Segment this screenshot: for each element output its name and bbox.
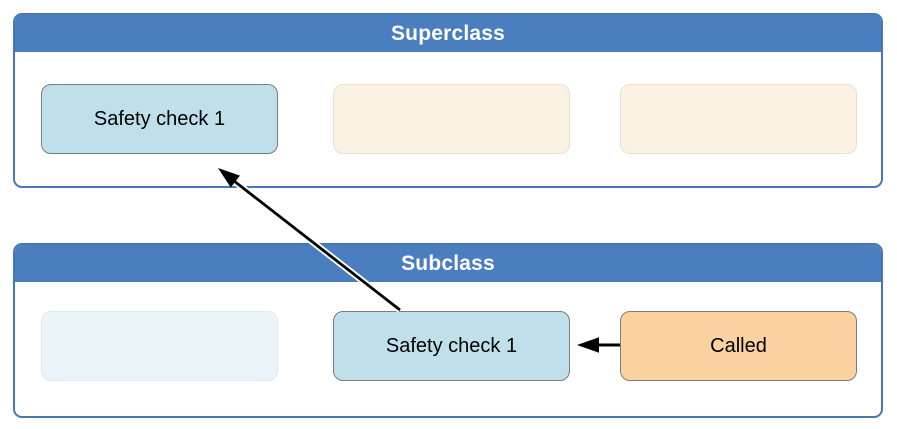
node-subclass-safety-check-1: Safety check 1 (333, 311, 570, 381)
node-label: Safety check 1 (93, 107, 226, 130)
subclass-header: Subclass (15, 245, 881, 282)
node-subclass-called: Called (620, 311, 857, 381)
subclass-body: Safety check 1 Called (15, 282, 881, 416)
node-label: Safety check 1 (385, 334, 518, 357)
subclass-title: Subclass (401, 251, 495, 275)
node-label: Called (710, 334, 767, 357)
subclass-container: Subclass Safety check 1 Called (13, 243, 883, 418)
superclass-body: Safety check 1 (15, 52, 881, 186)
superclass-title: Superclass (390, 21, 506, 45)
node-superclass-safety-check-1: Safety check 1 (41, 84, 278, 154)
node-subclass-empty-1 (41, 311, 278, 381)
node-superclass-empty-2 (620, 84, 857, 154)
node-superclass-empty-1 (333, 84, 570, 154)
superclass-header: Superclass (15, 15, 881, 52)
superclass-container: Superclass Safety check 1 (13, 13, 883, 188)
